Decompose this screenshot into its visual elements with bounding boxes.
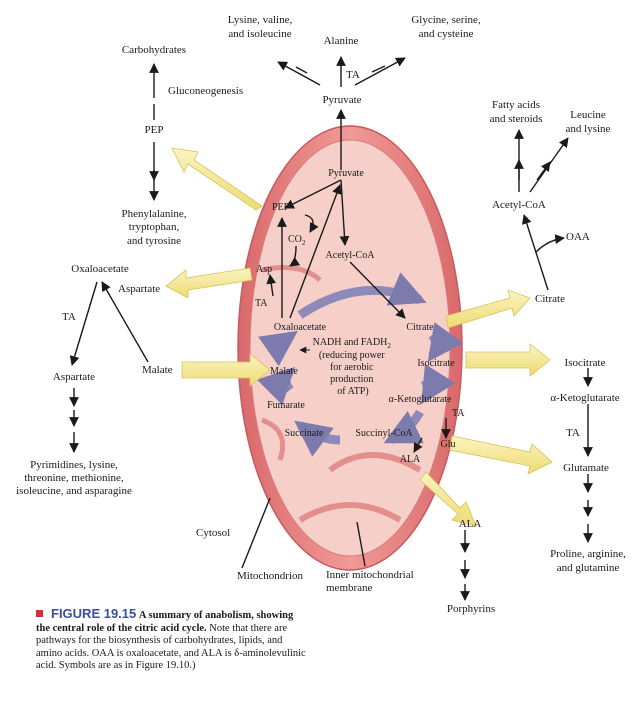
label-a-kg-in: α-Ketoglutarate <box>389 394 453 405</box>
label-oxaloacetate-out: Oxaloacetate <box>71 263 129 275</box>
ala-export-arrow <box>419 471 477 527</box>
cycle-arrows <box>256 272 464 457</box>
pathway-arrows <box>69 56 593 601</box>
label-oxaloacetate-in: Oxaloacetate <box>274 322 327 333</box>
label-nadh-block: NADH and FADH2 (reducing power for aerob… <box>313 337 394 397</box>
label-leucine-2: and lysine <box>566 123 611 135</box>
label-aspartate-arrow: Aspartate <box>118 283 160 295</box>
label-succinate-in: Succinate <box>285 428 324 439</box>
label-acetyl-coa-out: Acetyl-CoA <box>492 199 546 211</box>
label-lys-val-ile-1: Lysine, valine, <box>228 14 293 26</box>
labels: Lysine, valine, and isoleucine Alanine Gl… <box>16 14 626 615</box>
caption-title: A summary of anabolism, showing the cent… <box>36 610 294 634</box>
label-oaa: OAA <box>566 231 590 243</box>
label-inner-membrane-2: membrane <box>326 582 373 594</box>
mitochondrion-body <box>237 125 463 571</box>
label-fumarate-in: Fumarate <box>267 400 305 411</box>
label-citrate-in: Citrate <box>406 322 434 333</box>
label-pyrimidines-1: Pyrimidines, lysine, <box>30 459 118 471</box>
svg-text:Phenylalanine,tryptophan,and t: Phenylalanine,tryptophan, and tyrosine <box>121 208 186 247</box>
label-proline-1: Proline, arginine, <box>550 548 626 560</box>
label-gluconeogenesis: Gluconeogenesis <box>168 85 243 97</box>
label-isocitrate-in: Isocitrate <box>417 358 455 369</box>
label-malate-out: Malate <box>142 364 173 376</box>
label-gly-ser-cys-1: Glycine, serine, <box>411 14 481 26</box>
label-cytosol: Cytosol <box>196 527 230 539</box>
label-glutamate-out: Glutamate <box>563 462 609 474</box>
svg-text:Glycine, serine,and cysteine: Glycine, serine, and cysteine <box>411 14 481 40</box>
label-ta-in: TA <box>255 298 268 309</box>
label-pep-in: PEP <box>272 202 290 213</box>
label-citrate-out: Citrate <box>535 293 565 305</box>
label-porphyrins: Porphyrins <box>447 603 495 615</box>
aspartate-export-arrow <box>165 267 253 299</box>
label-pyrimidines-3: isoleucine, and asparagine <box>16 485 132 497</box>
label-co2: CO2 <box>288 234 306 247</box>
label-isocitrate-out: Isocitrate <box>565 357 606 369</box>
label-ta-in2: TA <box>452 408 465 419</box>
label-acetyl-coa-in: Acetyl-CoA <box>326 250 376 261</box>
label-glu-in: Glu <box>441 439 456 450</box>
label-ta-top: TA <box>346 69 360 81</box>
citrate-export-arrow <box>445 289 531 329</box>
label-fatty-acids-1: Fatty acids <box>492 99 540 111</box>
label-phe-1: Phenylalanine, <box>121 208 186 220</box>
label-pyruvate-out: Pyruvate <box>322 94 361 106</box>
label-pyrimidines-2: threonine, methionine, <box>24 472 124 484</box>
label-ala-out: ALA <box>459 518 482 530</box>
label-a-kg-out: α-Ketoglutarate <box>550 392 619 404</box>
label-pep-left: PEP <box>145 124 164 136</box>
label-pyruvate-in: Pyruvate <box>328 168 364 179</box>
label-asp-in: Asp <box>256 264 272 275</box>
figure-caption: FIGURE 19.15 A summary of anabolism, sho… <box>36 606 306 673</box>
label-lys-val-ile-2: and isoleucine <box>228 28 291 40</box>
label-ala-in: ALA <box>400 454 421 465</box>
label-phe-2: tryptophan, <box>129 221 180 233</box>
figure-number: FIGURE 19.15 <box>51 606 137 621</box>
label-inner-membrane-1: Inner mitochondrial <box>326 569 414 581</box>
caption-square-icon <box>36 610 43 617</box>
label-alanine: Alanine <box>324 35 359 47</box>
yellow-block-arrows <box>165 147 553 527</box>
label-gly-ser-cys-2: and cysteine <box>419 28 474 40</box>
isocitrate-export-arrow <box>465 343 551 377</box>
label-leucine-1: Leucine <box>570 109 606 121</box>
label-phe-3: and tyrosine <box>127 235 181 247</box>
glutamate-export-arrow <box>449 435 553 475</box>
caption-body: Note that there are pathways for the bio… <box>36 622 306 672</box>
label-mitochondrion: Mitochondrion <box>237 570 303 582</box>
label-aspartate-left: Aspartate <box>53 371 95 383</box>
svg-text:Lysine, valine,and isoleucine: Lysine, valine, and isoleucine <box>228 14 293 40</box>
label-malate-in: Malate <box>270 366 298 377</box>
label-proline-2: and glutamine <box>557 562 620 574</box>
malate-import-arrow <box>181 353 271 387</box>
label-carbohydrates: Carbohydrates <box>122 44 186 56</box>
svg-text:Proline, arginine,and glutamin: Proline, arginine, and glutamine <box>550 548 626 574</box>
label-succinyl-coa-in: Succinyl-CoA <box>355 428 413 439</box>
label-ta-left: TA <box>62 311 76 323</box>
label-ta-right: TA <box>566 427 580 439</box>
pep-export-arrow <box>171 147 263 211</box>
label-fatty-acids-2: and steroids <box>490 113 543 125</box>
svg-text:Pyrimidines, lysine,threonine,: Pyrimidines, lysine,threonine, methionin… <box>16 459 132 497</box>
